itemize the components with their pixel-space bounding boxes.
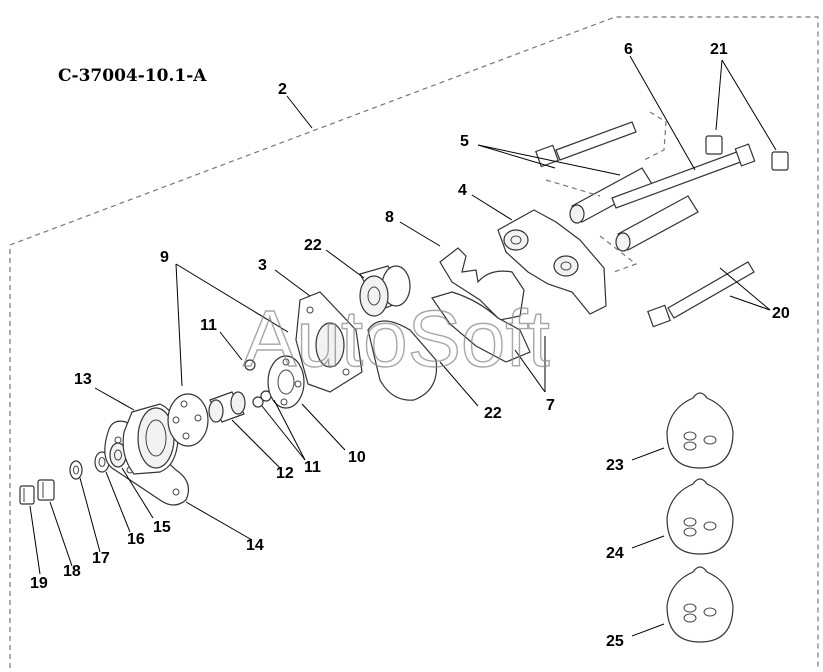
callout-19: 19 bbox=[30, 575, 48, 592]
callout-10: 10 bbox=[348, 449, 366, 466]
figure-id: C-37004-10.1-A bbox=[58, 66, 207, 86]
part-19-nut bbox=[19, 485, 35, 505]
part-7-gasket bbox=[431, 291, 531, 363]
part-21-nut bbox=[771, 151, 789, 171]
part-9-disc bbox=[167, 393, 209, 447]
watermark: AutoSoft bbox=[243, 294, 550, 383]
part-22-ring bbox=[359, 265, 411, 317]
alignment-line bbox=[599, 235, 638, 273]
callout-8: 8 bbox=[385, 209, 394, 226]
part-21-nut bbox=[705, 135, 723, 155]
leader-lines bbox=[29, 55, 777, 637]
part-3-pump-body bbox=[295, 291, 363, 393]
part-12-sleeve bbox=[208, 391, 246, 423]
callout-20: 20 bbox=[772, 305, 790, 322]
alignment-line bbox=[545, 179, 601, 197]
callout-18: 18 bbox=[63, 563, 81, 580]
callout-3: 3 bbox=[258, 257, 267, 274]
callout-12: 12 bbox=[276, 465, 294, 482]
part-10-gear bbox=[267, 355, 305, 409]
callout-23: 23 bbox=[606, 457, 624, 474]
callout-24: 24 bbox=[606, 545, 624, 562]
callout-9: 9 bbox=[160, 249, 169, 266]
part-13-housing bbox=[122, 403, 179, 475]
part-4-bracket bbox=[497, 209, 607, 315]
part-11-ball bbox=[252, 396, 264, 408]
callout-11: 11 bbox=[304, 459, 321, 476]
callout-4: 4 bbox=[458, 182, 467, 199]
callout-25: 25 bbox=[606, 633, 624, 650]
callout-6: 6 bbox=[624, 41, 633, 58]
callout-5: 5 bbox=[460, 133, 469, 150]
part-20-bolt bbox=[647, 261, 755, 328]
callout-11: 11 bbox=[200, 317, 217, 334]
part-11-ball bbox=[244, 359, 256, 371]
part-22-cover bbox=[367, 320, 438, 401]
part-8-gasket bbox=[439, 247, 525, 321]
part-23-kit bbox=[666, 392, 734, 469]
callout-2: 2 bbox=[278, 81, 287, 98]
part-25-kit bbox=[666, 566, 734, 643]
part-6-bolt bbox=[611, 143, 756, 209]
callout-13: 13 bbox=[74, 371, 92, 388]
callout-22: 22 bbox=[304, 237, 322, 254]
assembly-boundary bbox=[9, 16, 819, 668]
callout-21: 21 bbox=[710, 41, 728, 58]
callout-22: 22 bbox=[484, 405, 502, 422]
part-6-bolt bbox=[535, 121, 637, 168]
alignment-line bbox=[643, 111, 667, 161]
part-17-washer bbox=[69, 460, 83, 480]
callout-14: 14 bbox=[246, 537, 264, 554]
callout-17: 17 bbox=[92, 550, 110, 567]
callout-15: 15 bbox=[153, 519, 171, 536]
part-18-nut bbox=[37, 479, 55, 501]
part-24-kit bbox=[666, 478, 734, 555]
callout-7: 7 bbox=[546, 397, 555, 414]
callout-16: 16 bbox=[127, 531, 145, 548]
part-5-spacer bbox=[615, 195, 699, 252]
